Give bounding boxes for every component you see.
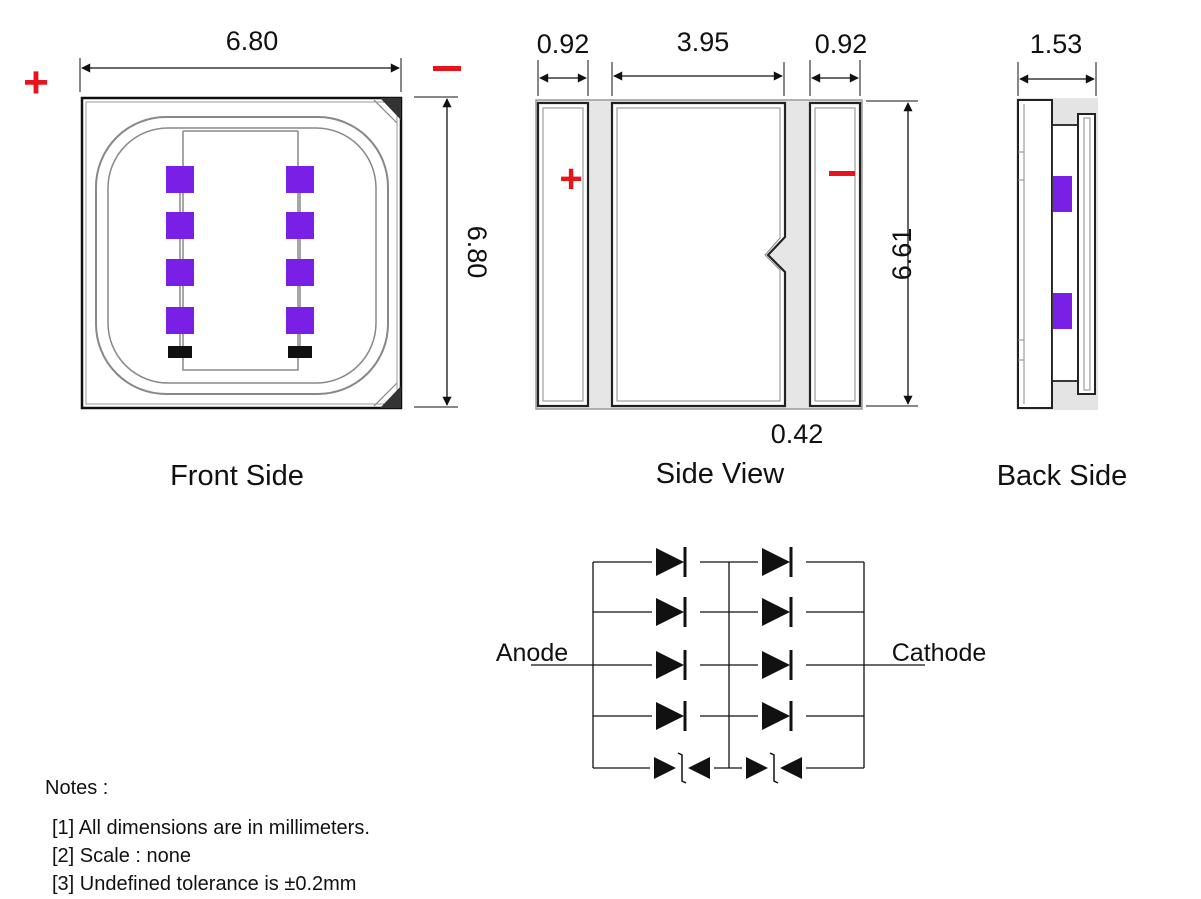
side-center-pad: [610, 101, 787, 408]
zener-diode-symbol: [746, 757, 768, 779]
led-diode-symbol: [656, 702, 684, 730]
front-corner-notch-bottom: [380, 386, 401, 408]
led-diode-symbol: [656, 548, 684, 576]
front-view: 6.80 6.80 + Front Side: [23, 26, 492, 492]
side-right-width-label: 0.92: [815, 29, 868, 59]
front-led-chip: [166, 212, 194, 239]
front-led-chip: [286, 212, 314, 239]
front-view-label: Front Side: [170, 460, 304, 492]
side-center-width-label: 3.95: [677, 27, 730, 57]
front-led-chip: [166, 307, 194, 334]
led-diode-symbol: [656, 651, 684, 679]
back-view-label: Back Side: [997, 460, 1128, 492]
side-plus-sign: +: [559, 157, 582, 201]
side-view-label: Side View: [656, 458, 785, 490]
side-minus-sign: [829, 171, 855, 176]
front-lens-ring-inner: [107, 127, 377, 384]
led-diode-symbol: [656, 598, 684, 626]
zener-diode-symbol: [654, 757, 676, 779]
front-lens-ring-outer: [95, 116, 389, 395]
front-zener-right: [288, 346, 312, 358]
side-view: 0.92 3.95 0.92 6.61 0.42 + Side View: [535, 27, 918, 490]
side-right-pad: [808, 101, 862, 408]
front-chip-array: [166, 166, 314, 334]
front-zener-left: [168, 346, 192, 358]
front-led-chip: [286, 166, 314, 193]
side-left-pad: [536, 101, 590, 408]
front-width-label: 6.80: [226, 26, 279, 56]
front-minus-sign: [433, 66, 461, 71]
anode-label: Anode: [496, 639, 568, 667]
led-diode-symbol: [762, 598, 790, 626]
front-height-label: 6.80: [462, 226, 492, 279]
back-chip-bottom: [1053, 293, 1072, 329]
back-chip-top: [1053, 176, 1072, 212]
led-diode-symbol: [762, 651, 790, 679]
front-led-chip: [166, 259, 194, 286]
led-diode-symbol: [762, 548, 790, 576]
front-plus-sign: +: [23, 58, 49, 107]
front-led-chip: [166, 166, 194, 193]
side-height-label: 6.61: [887, 228, 917, 281]
led-diode-symbol: [762, 702, 790, 730]
side-notch-label: 0.42: [771, 419, 824, 449]
back-cover: [1077, 113, 1096, 395]
cathode-label: Cathode: [892, 639, 987, 667]
front-body-outer: [80, 96, 403, 410]
circuit-schematic: Anode Cathode: [496, 546, 987, 784]
front-led-chip: [286, 307, 314, 334]
back-substrate: [1017, 99, 1053, 409]
front-corner-notch-top: [380, 98, 401, 120]
side-left-width-label: 0.92: [537, 29, 590, 59]
back-view: 1.53 Back Side: [997, 29, 1128, 492]
back-width-label: 1.53: [1030, 29, 1083, 59]
front-led-chip: [286, 259, 314, 286]
